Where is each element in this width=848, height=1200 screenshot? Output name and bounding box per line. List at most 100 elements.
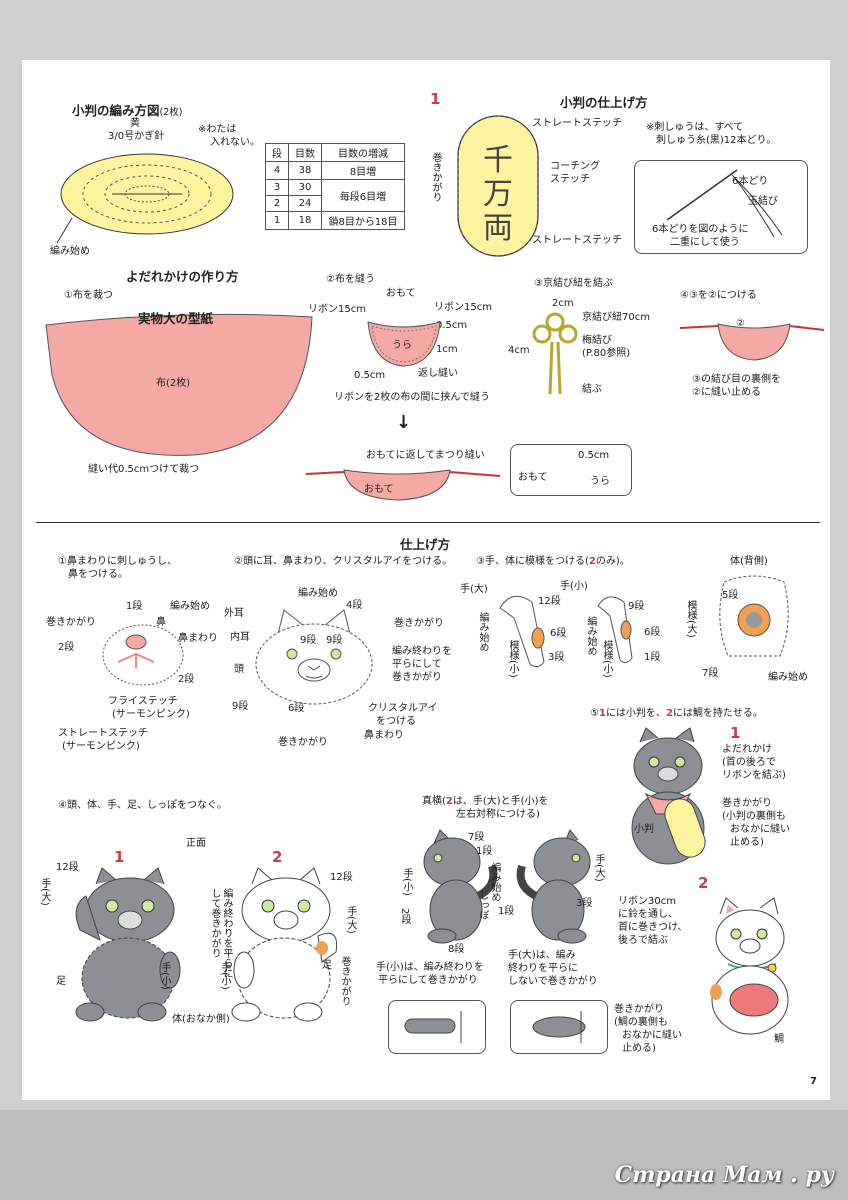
s5-wrap2-3: おなかに縫い: [622, 1030, 682, 1041]
table-cell: 38: [288, 161, 322, 180]
cat-1-front-assembly: [75, 867, 181, 1022]
s2-flat-3: 巻きかがり: [392, 672, 442, 683]
table-header-row: 段 目数 目数の増減: [265, 143, 405, 162]
s5-ribbon-3: 首に巻きつけ、: [618, 922, 688, 933]
straight-stitch-top: ストレートステッチ: [532, 118, 622, 129]
s4-foot-a: 足: [56, 976, 66, 987]
s2-row4: 4段: [346, 600, 363, 611]
finish-step-2-line: ②頭に耳、鼻まわり、クリスタルアイをつける。: [234, 556, 453, 567]
side-line-2: 左右対称につける): [456, 809, 540, 820]
stitch-count-table: 段 目数 目数の増減 4 38 8目増 3 30 毎段6目増 2 24 1 18…: [265, 143, 405, 230]
detail-front: おもて: [518, 472, 548, 483]
hand-large-detail-box: [510, 1000, 608, 1054]
koban-finish-title: 小判の仕上げ方: [560, 95, 648, 110]
s5-wrap2-4: 止める): [622, 1043, 656, 1054]
s5-cat-2-number: 2: [698, 874, 709, 892]
s2-flat-2: 平らにして: [392, 659, 442, 670]
s2-eye-2: をつける: [376, 716, 416, 727]
table-row: 2 24: [265, 195, 405, 212]
koban-crochet-chart: [56, 153, 234, 244]
table-cell: 3: [265, 179, 289, 196]
hand-small-detail-box: [388, 1000, 486, 1054]
s2-row9c: 9段: [232, 701, 249, 712]
side-row3: 3段: [576, 898, 593, 909]
header-stitches: 目数: [288, 143, 322, 162]
chart-start-label: 編み始め: [50, 246, 90, 257]
cord-label: 京結び紐70cm: [582, 312, 650, 323]
s4-hand-large-a: 手(大): [39, 878, 50, 906]
s5-wrap2-2: (鯛の裏側も: [614, 1017, 668, 1028]
s2-outer-ear: 外耳: [224, 608, 244, 619]
bib-step-1: ①布を裁つ: [64, 290, 113, 301]
nose-embroidery-diagram: [102, 624, 184, 686]
header-increase: 目数の増減: [321, 143, 405, 162]
s3-row12a: 12段: [538, 596, 561, 607]
finish-step-5-line: ⑤1には小判を、2には鯛を持たせる。: [590, 708, 763, 719]
back-label: うら: [392, 340, 412, 351]
table-cell: 8目増: [321, 161, 405, 180]
s2-flat-1: 編み終わりを: [392, 646, 452, 657]
bib-step-4: ④③を②につける: [680, 290, 757, 301]
plum-knot-ref: (P.80参照): [582, 348, 631, 359]
s3-row9: 9段: [628, 601, 645, 612]
s4-cat-2-number: 2: [272, 848, 283, 866]
s3-start-c: 編み始め: [768, 672, 808, 683]
front-label: おもて: [386, 288, 416, 299]
s3-pattern-small-b: 模様(小): [601, 640, 612, 678]
side-row1b: 1段: [498, 906, 515, 917]
s2-inner-ear: 内耳: [230, 632, 250, 643]
front-b-label: おもて: [364, 484, 394, 495]
s3-row6b: 6段: [644, 627, 661, 638]
finish-step-3-line: ③手、体に模様をつける(2のみ)。: [476, 556, 630, 567]
s1-start: 編み始め: [170, 601, 210, 612]
s2-wrap: 巻きかがり: [394, 618, 444, 629]
table-row: 1 18 鎖8目から18目: [265, 211, 405, 230]
s2-nose-round: 鼻まわり: [364, 730, 404, 741]
seam-detail-box: [510, 444, 632, 496]
side-note-large-2: 終わりを平らに: [508, 963, 578, 974]
table-cell: 鎖8目から18目: [321, 211, 405, 230]
scan-bottom-band: [0, 1110, 848, 1200]
down-arrow-icon: ↓: [396, 412, 412, 433]
table-cell: 毎段6目増: [321, 179, 405, 212]
sandwich-note: リボンを2枚の布の間に挟んで縫う: [334, 392, 490, 403]
side-hand-small: 手(小): [401, 868, 412, 896]
side-note-small-2: 平らにして巻きかがり: [378, 975, 478, 986]
table-cell: 18: [288, 211, 322, 230]
s3-pattern-small-a: 模様(小): [507, 640, 518, 678]
plum-knot-illustration: [532, 312, 578, 395]
finish-title: 仕上げ方: [400, 537, 451, 552]
fold-note-1: 6本どりを図のように: [652, 224, 749, 235]
bib-step-3: ③京結び紐を結ぶ: [534, 278, 613, 289]
side-note-small-1: 手(小)は、編み終わりを: [376, 962, 484, 973]
finish-step-4-line: ④頭、体、手、足、しっぽをつなぐ。: [58, 800, 227, 811]
six-strand-label: 6本どり: [732, 176, 769, 187]
side-row7: 7段: [468, 832, 485, 843]
attach-note-1: ③の結び目の裏側を: [692, 374, 781, 385]
s5-wrap-1: 巻きかがり: [722, 798, 772, 809]
side-note-large-1: 手(大)は、編み: [508, 950, 576, 961]
finish-step-1-line-2: 鼻をつける。: [68, 569, 128, 580]
side-row8: 8段: [448, 944, 465, 955]
bib-title: よだれかけの作り方: [126, 269, 239, 284]
plum-knot-label: 梅結び: [582, 335, 612, 346]
side-hand-large: 手(大): [593, 854, 604, 882]
s4-foot-b: 足: [322, 960, 332, 971]
ribbon-right-label: リボン15cm: [434, 302, 492, 313]
one-cm-label: 1cm: [436, 344, 458, 355]
table-cell: 1: [265, 211, 289, 230]
bib-sewing-diagram: [367, 321, 441, 367]
s5-ribbon-2: に鈴を通し、: [618, 909, 678, 920]
turn-note: おもてに返してまつり縫い: [366, 450, 485, 461]
s1-row1: 1段: [126, 601, 143, 612]
side-tail: しっぽ: [477, 890, 488, 920]
s1-row2a: 2段: [58, 642, 75, 653]
cat-2-front-assembly: [231, 867, 338, 1022]
s2-wrap2: 巻きかがり: [278, 737, 328, 748]
s1-fly-2: (サーモンピンク): [112, 709, 190, 720]
header-row: 段: [265, 143, 289, 162]
hand-large-diagram: [499, 595, 545, 668]
stuffing-note-1: ※わたは: [198, 124, 237, 135]
s4-wrap: 巻きかがり: [339, 956, 350, 1006]
s2-row9a: 9段: [300, 635, 317, 646]
